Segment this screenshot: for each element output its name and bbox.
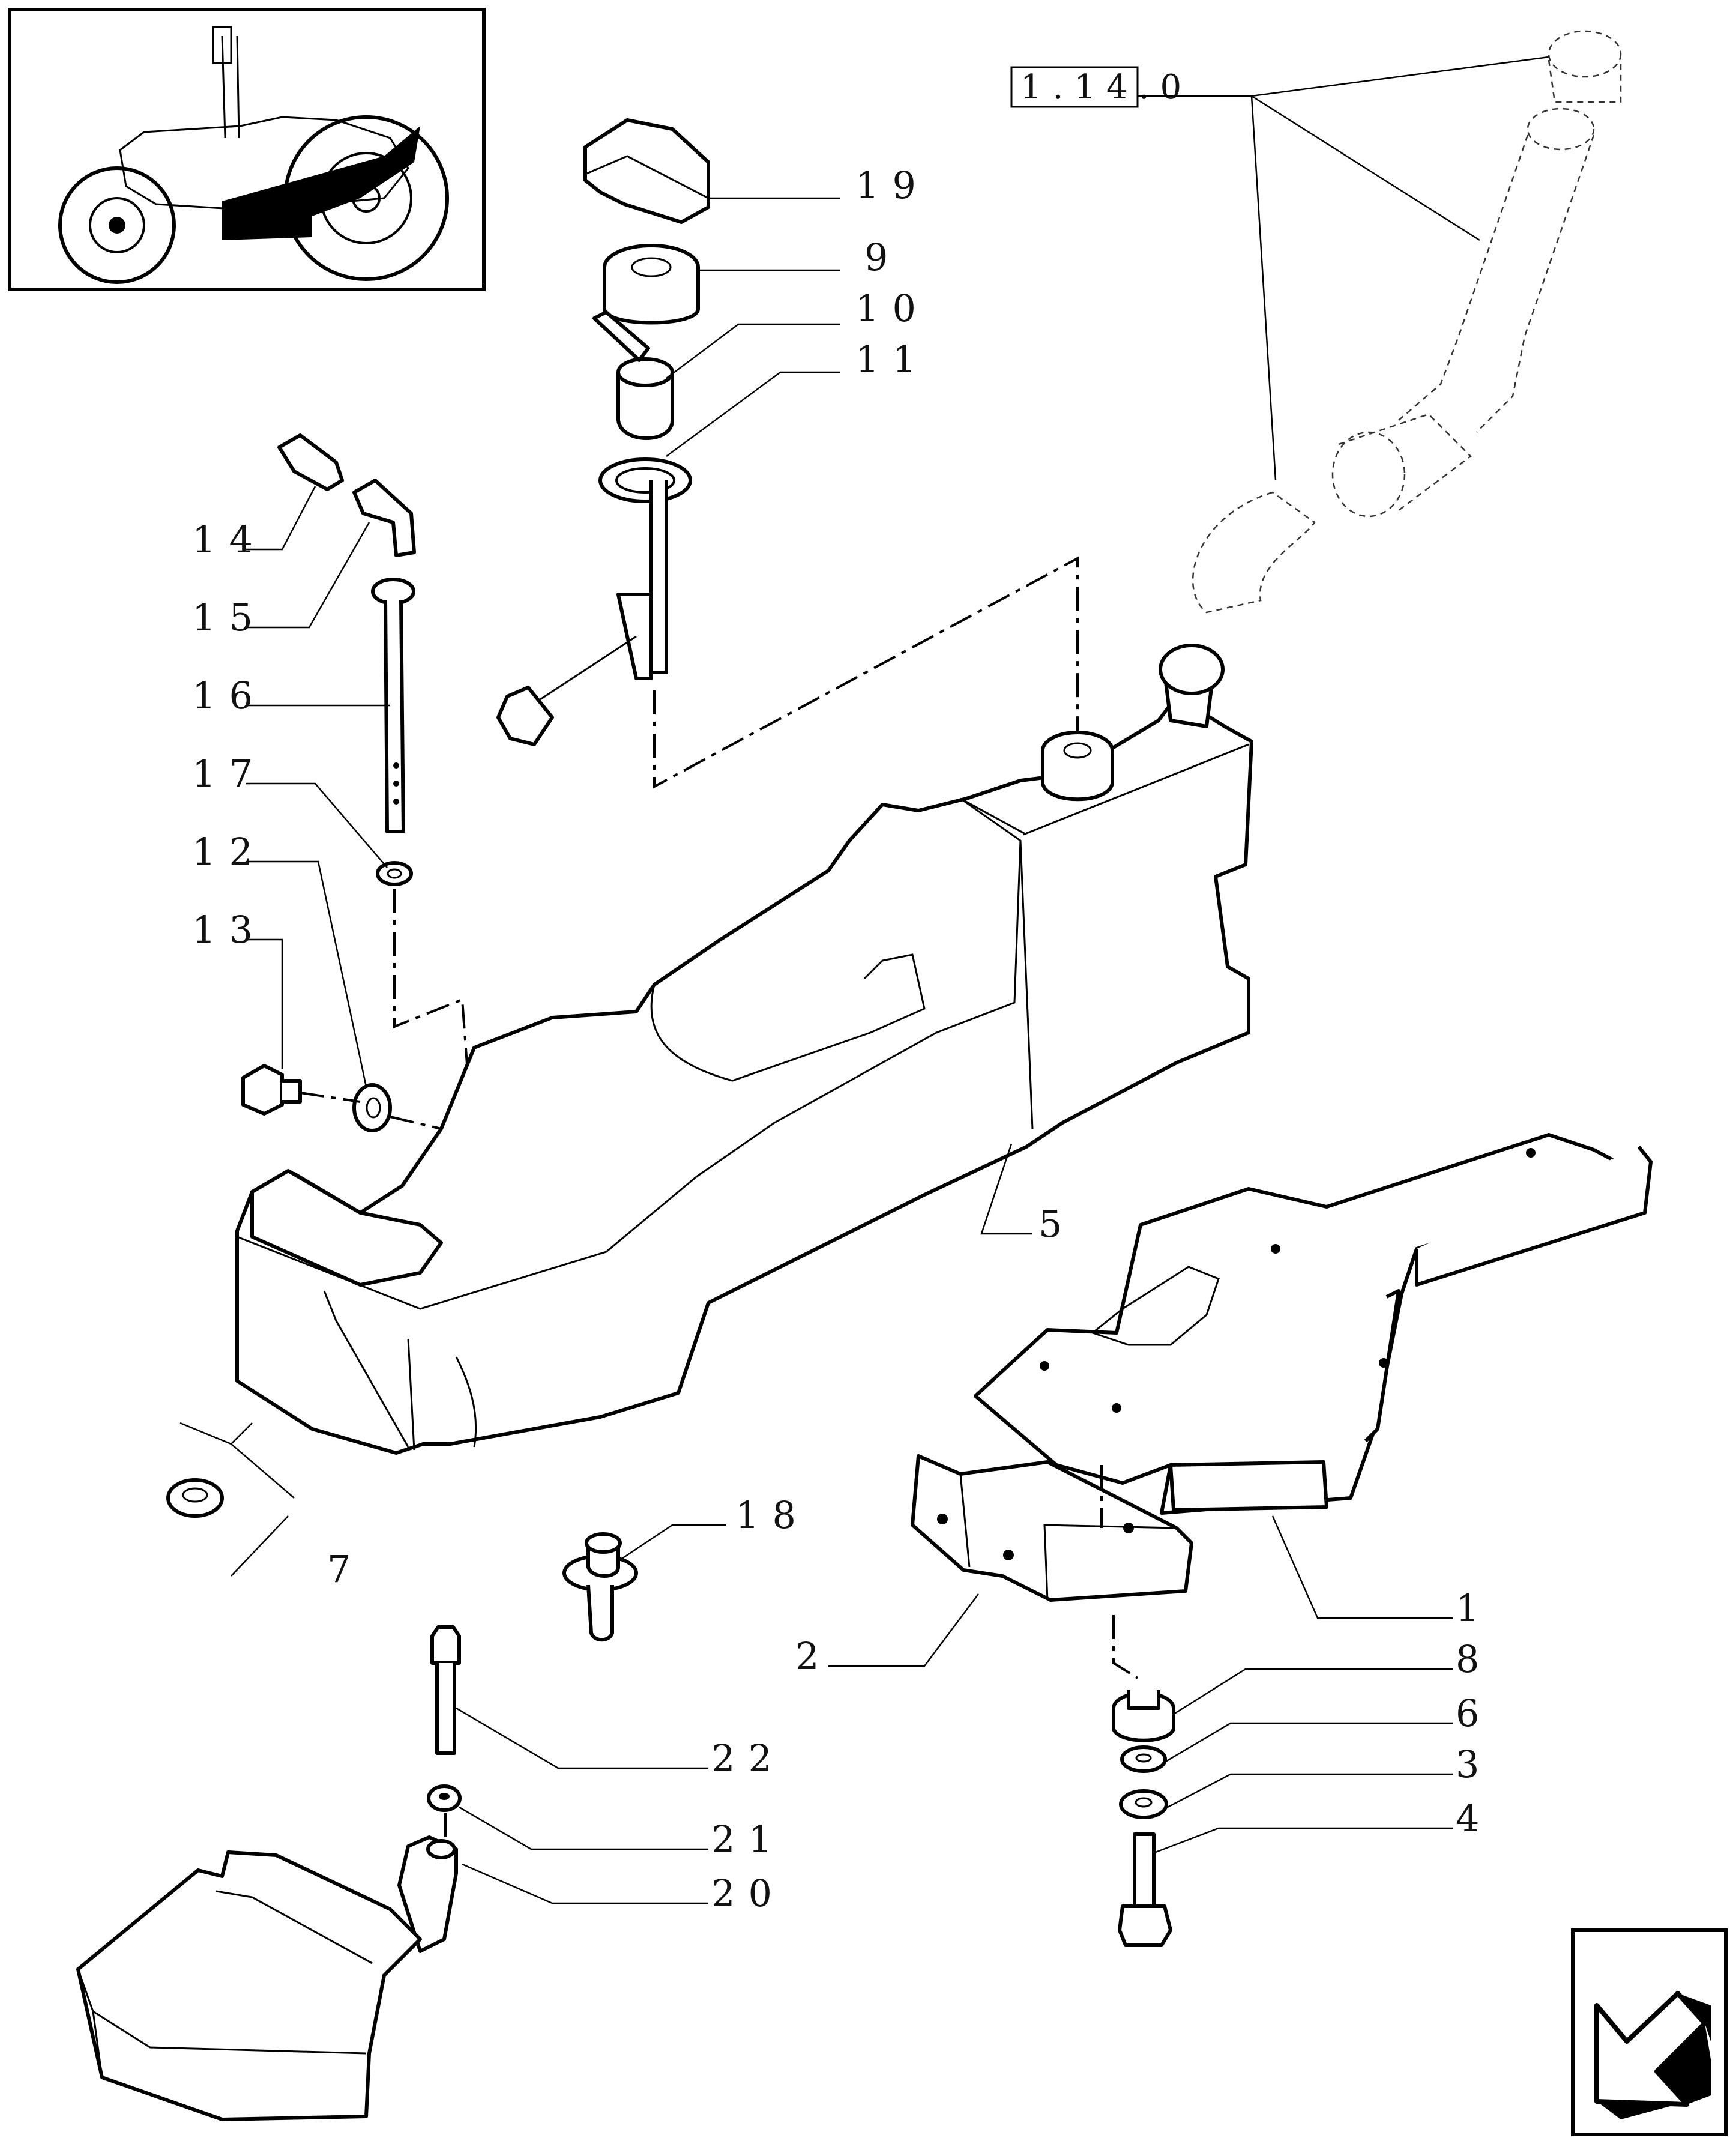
callout-10[interactable]: 10 [855,286,929,330]
callout-13[interactable]: 13 [192,908,266,952]
callout-19[interactable]: 19 [855,163,929,207]
callout-20[interactable]: 20 [711,1871,785,1915]
part-7-washer[interactable] [166,1422,295,1518]
part-2-support[interactable] [911,1454,1193,1602]
callout-16[interactable]: 16 [192,674,266,717]
part-15-elbow[interactable] [352,479,416,557]
callout-8[interactable]: 8 [1456,1637,1492,1681]
part-14-nipple[interactable] [277,433,344,491]
callout-4[interactable]: 4 [1456,1796,1492,1840]
callout-18[interactable]: 18 [735,1493,809,1537]
part-13-plug[interactable] [241,1064,302,1116]
part-22-bolt[interactable] [430,1625,461,1755]
callout-3[interactable]: 3 [1456,1742,1492,1786]
part-17-washer[interactable] [376,861,413,886]
connector-tube-tank [393,889,469,1081]
connector-plug-tank [300,1092,442,1130]
reference-label[interactable]: 1.14.0 [1020,68,1192,107]
connector-bracket-support [1100,1465,1139,1679]
callout-1[interactable]: 1 [1456,1586,1492,1630]
part-6-washer[interactable] [1120,1745,1167,1773]
connector-sender-tank [653,556,1079,789]
part-4-bolt[interactable] [1118,1832,1172,1947]
callout-14[interactable]: 14 [192,518,266,561]
part-9-filter[interactable] [603,244,700,325]
tractor-thumbnail[interactable] [8,8,486,291]
part-3-washer[interactable] [1119,1789,1168,1819]
callouts: 19 9 10 11 14 15 16 17 12 13 5 7 18 2 1 … [192,163,1492,1915]
callout-12[interactable]: 12 [192,830,266,874]
part-8-mount[interactable] [1112,1690,1175,1742]
callout-17[interactable]: 17 [192,752,266,796]
reference-box[interactable] [1010,66,1139,108]
callout-22[interactable]: 22 [711,1736,785,1780]
part-1-bracket[interactable] [974,1133,1653,1515]
callout-2[interactable]: 2 [795,1634,832,1678]
leader-lines [231,197,1453,1904]
part-16-tube[interactable] [371,578,415,833]
callout-6[interactable]: 6 [1456,1691,1492,1735]
arrow-down-left-icon [1594,1991,1711,2119]
callout-15[interactable]: 15 [192,596,266,639]
callout-9[interactable]: 9 [864,235,901,279]
callout-21[interactable]: 21 [711,1817,785,1861]
part-19-cap[interactable] [583,118,710,224]
reference-group: 1.14.0 [1010,30,1622,614]
part-18-stud[interactable] [562,1532,638,1642]
part-12-washer[interactable] [352,1083,392,1132]
callout-11[interactable]: 11 [855,337,929,381]
part-20-clamp[interactable] [397,1835,458,1953]
part-11-sender-gauge[interactable] [496,457,692,746]
prev-page-button[interactable] [1571,1928,1728,2136]
part-21-washer[interactable] [427,1784,462,1812]
part-10-sender-head[interactable] [592,310,674,440]
part-5-fuel-tank[interactable] [235,644,1253,1455]
callout-7[interactable]: 7 [327,1547,364,1591]
callout-5[interactable]: 5 [1038,1202,1075,1246]
heat-shield[interactable] [76,1850,422,2121]
